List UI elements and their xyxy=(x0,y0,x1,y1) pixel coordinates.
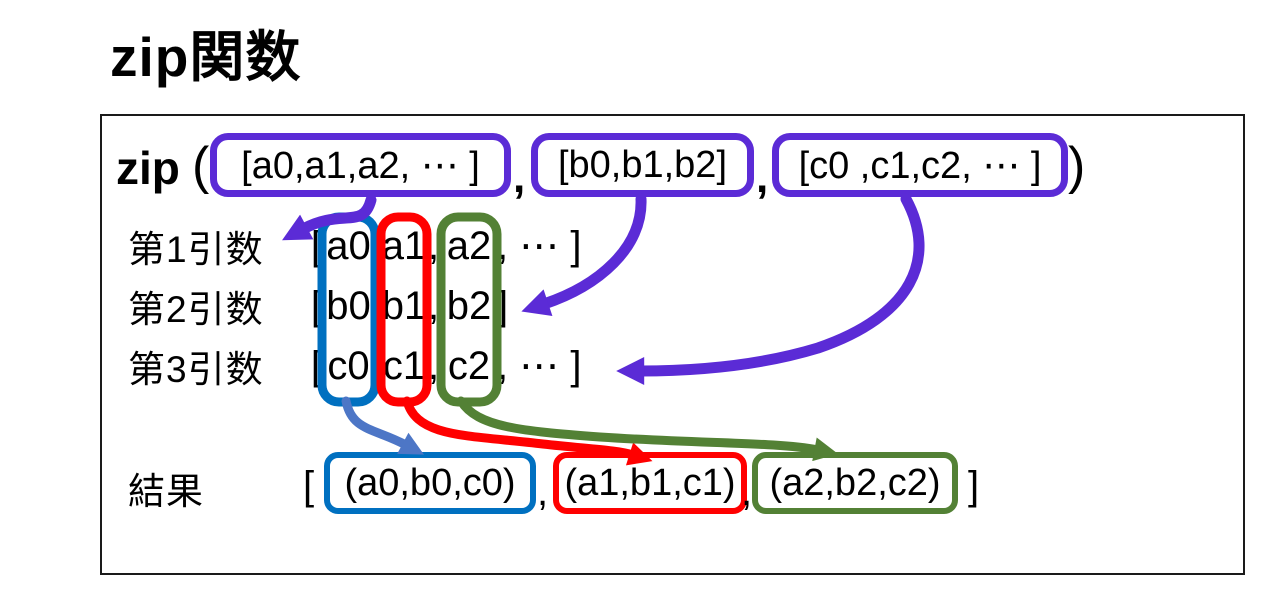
row2-label: 第2引数 xyxy=(128,289,264,330)
tuple-2-text: (a2,b2,c2) xyxy=(769,461,941,504)
diagram-frame xyxy=(100,114,1245,575)
call-comma-1: , xyxy=(513,153,526,202)
close-paren: ) xyxy=(1068,137,1086,195)
row2-item-b2: b2 xyxy=(446,284,492,328)
arg-list-2-box: [b0,b1,b2] xyxy=(531,133,754,197)
result-comma-1: , xyxy=(537,470,549,514)
arg-list-2-text: [b0,b1,b2] xyxy=(557,143,728,186)
row2-tail: ] xyxy=(497,284,509,328)
row3-label: 第3引数 xyxy=(128,349,264,390)
arg-list-3-text: [c0 ,c1,c2, ⋯ ] xyxy=(798,144,1042,187)
row1-item-a1: a1 xyxy=(381,224,427,268)
row3-tail: , ⋯ ] xyxy=(497,344,582,388)
row2-item-b0: b0 xyxy=(326,284,371,328)
arg-list-1-text: [a0,a1,a2, ⋯ ] xyxy=(241,144,480,187)
row1-label: 第1引数 xyxy=(128,229,264,270)
call-comma-2: , xyxy=(756,153,769,202)
tuple-0-box: (a0,b0,c0) xyxy=(324,452,536,514)
row2-item-b1: b1 xyxy=(381,284,427,328)
page-title: zip関数 xyxy=(110,26,302,88)
row3-open-bracket: [ xyxy=(310,344,322,388)
result-close-bracket: ] xyxy=(968,464,980,508)
zip-function-name: zip xyxy=(116,142,180,194)
row3-item-c2: c2 xyxy=(447,344,491,388)
row1-item-a2: a2 xyxy=(446,224,492,268)
row2-open-bracket: [ xyxy=(310,284,322,328)
tuple-1-box: (a1,b1,c1) xyxy=(553,452,747,514)
open-paren: ( xyxy=(192,137,210,195)
tuple-2-box: (a2,b2,c2) xyxy=(752,452,958,514)
row1-tail: , ⋯ ] xyxy=(497,224,582,268)
tuple-1-text: (a1,b1,c1) xyxy=(564,461,736,504)
arg-list-1-box: [a0,a1,a2, ⋯ ] xyxy=(210,133,511,197)
result-label: 結果 xyxy=(128,471,204,512)
row1-item-a0: a0 xyxy=(326,224,371,268)
row2-comma-2: , xyxy=(428,284,440,328)
row3-item-c1: c1 xyxy=(382,344,426,388)
row1-comma-2: , xyxy=(428,224,440,268)
result-comma-2: , xyxy=(741,470,753,514)
row3-comma-2: , xyxy=(428,344,440,388)
tuple-0-text: (a0,b0,c0) xyxy=(344,461,516,504)
row1-open-bracket: [ xyxy=(310,224,322,268)
result-open-bracket: [ xyxy=(303,464,315,508)
row3-item-c0: c0 xyxy=(327,344,370,388)
arg-list-3-box: [c0 ,c1,c2, ⋯ ] xyxy=(772,133,1068,197)
